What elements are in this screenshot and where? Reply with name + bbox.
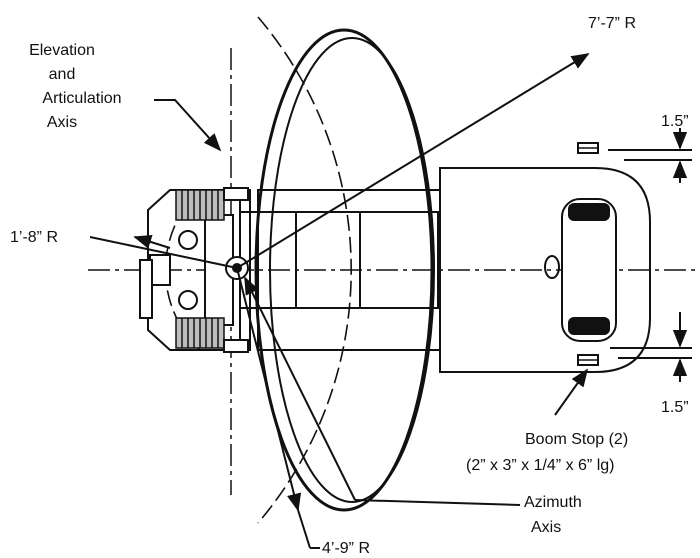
leader-azimuth-tail <box>354 499 521 506</box>
gear-teeth-bottom <box>181 318 219 348</box>
label-elevation-line-3: Articulation <box>42 90 121 107</box>
hitch-coupler <box>561 198 617 342</box>
label-boom-stop-line-2: (2” x 3” x 1/4” x 6” lg) <box>466 457 614 474</box>
leader-radius-small-line <box>89 236 238 269</box>
leader-azimuth-axis <box>244 276 356 501</box>
label-elevation-line-1: Elevation <box>29 42 95 59</box>
label-boom-stop-line-1: Boom Stop (2) <box>525 431 628 448</box>
hitch-pad-top <box>568 203 610 221</box>
leader-radius-large <box>236 53 590 269</box>
leader-radius-medium <box>236 267 302 512</box>
mount-housing <box>147 189 251 351</box>
label-azimuth-line-2: Axis <box>531 519 561 536</box>
pulley-top <box>178 230 198 250</box>
hitch-pin <box>544 255 560 279</box>
bracket-top <box>223 187 249 201</box>
leader-radius-medium-tail <box>297 509 311 549</box>
boom-body-outline <box>257 167 651 373</box>
label-gap-top: 1.5” <box>661 113 689 130</box>
label-gap-bottom: 1.5” <box>661 399 689 416</box>
label-radius-medium: 4’-9” R <box>322 540 370 557</box>
label-elevation-line-4: Axis <box>47 114 77 131</box>
dish-outer-rim <box>254 28 434 512</box>
leader-radius-small-arrow <box>133 234 171 249</box>
label-azimuth-line-1: Azimuth <box>524 494 582 511</box>
leader-boom-stop <box>554 368 589 416</box>
bracket-bottom <box>223 339 249 353</box>
label-elevation-line-2: and <box>49 66 76 83</box>
dish-inner-rim <box>269 37 435 503</box>
leader-elevation-axis <box>154 99 222 152</box>
gear-teeth-top <box>181 190 219 220</box>
attachment-arm <box>139 259 153 319</box>
label-radius-large: 7’-7” R <box>588 15 636 32</box>
label-radius-small: 1’-8” R <box>10 229 58 246</box>
pulley-bottom <box>178 290 198 310</box>
hitch-pad-bottom <box>568 317 610 335</box>
